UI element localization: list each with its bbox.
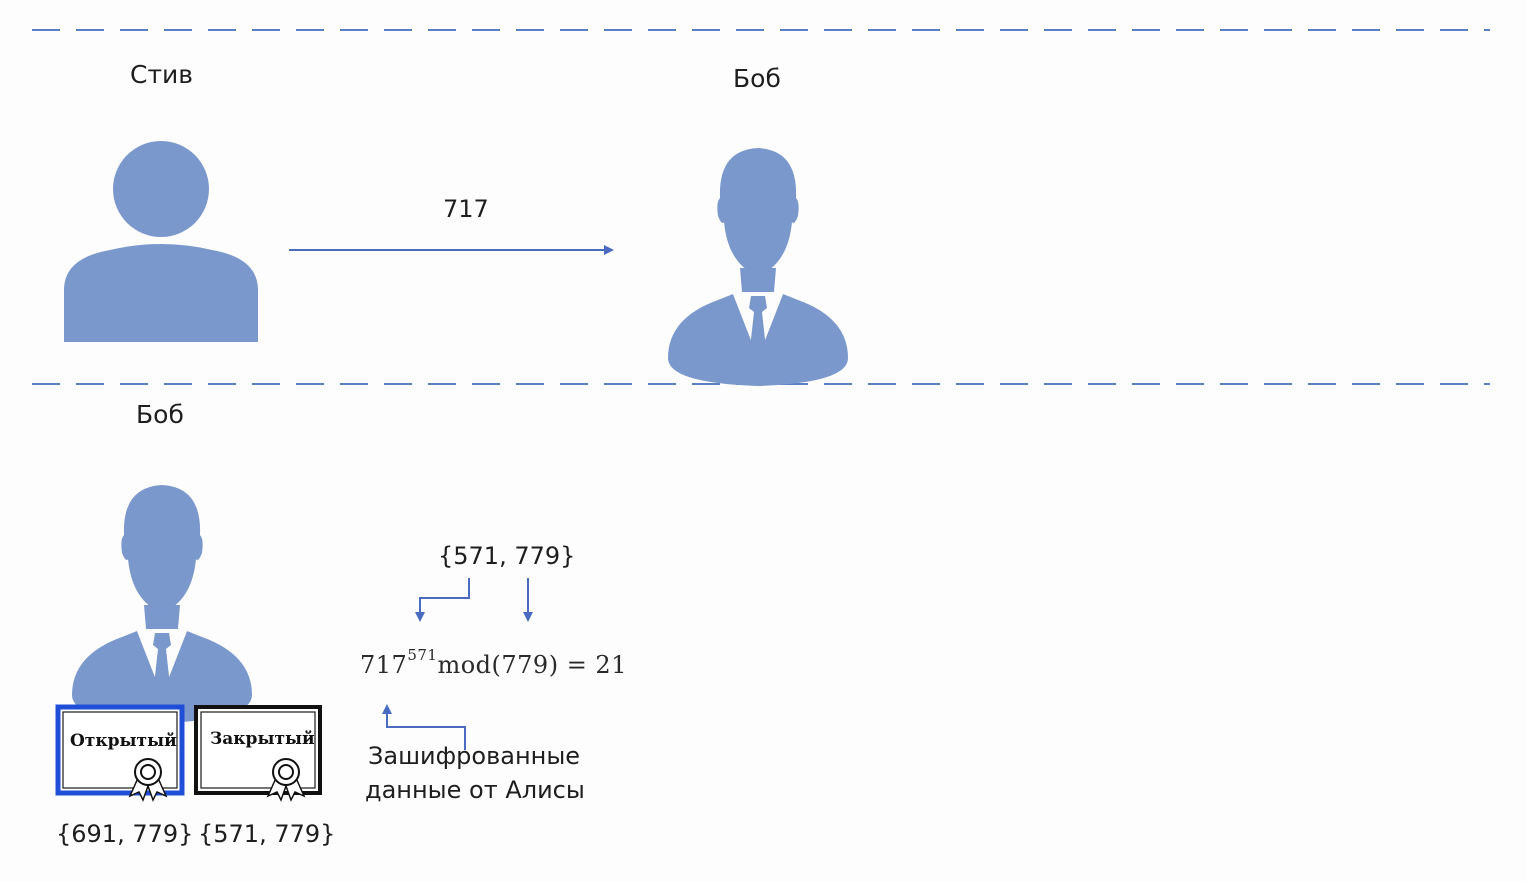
seal-icon [128,758,168,802]
caption-line-1: Зашифрованные [368,742,581,770]
private-certificate [194,705,322,802]
seal-icon [266,758,306,802]
key-arrow-left [415,578,470,622]
public-cert-label: Открытый [70,731,177,751]
sender-name: Стив [130,60,194,89]
key-braces: {571, 779} [438,542,576,570]
person-name-bottom: Боб [136,400,184,429]
public-certificate [55,704,185,802]
private-key-value: {571, 779} [198,820,336,848]
public-key-value: {691, 779} [56,820,194,848]
person-icon-steve [64,141,258,342]
private-cert-label: Закрытый [210,729,315,749]
formula-exponent: 571 [407,646,438,664]
caption-line-2: данные от Алисы [365,776,585,804]
caption-arrow [382,704,466,750]
formula-rest: mod(779) = 21 [437,651,627,679]
businessman-icon-bob-top [668,148,848,386]
businessman-icon-bob-bottom [72,485,252,723]
message-value: 717 [443,195,489,223]
receiver-name: Боб [733,64,781,93]
formula: 717571mod(779) = 21 [360,646,627,679]
formula-base: 717 [360,651,408,679]
